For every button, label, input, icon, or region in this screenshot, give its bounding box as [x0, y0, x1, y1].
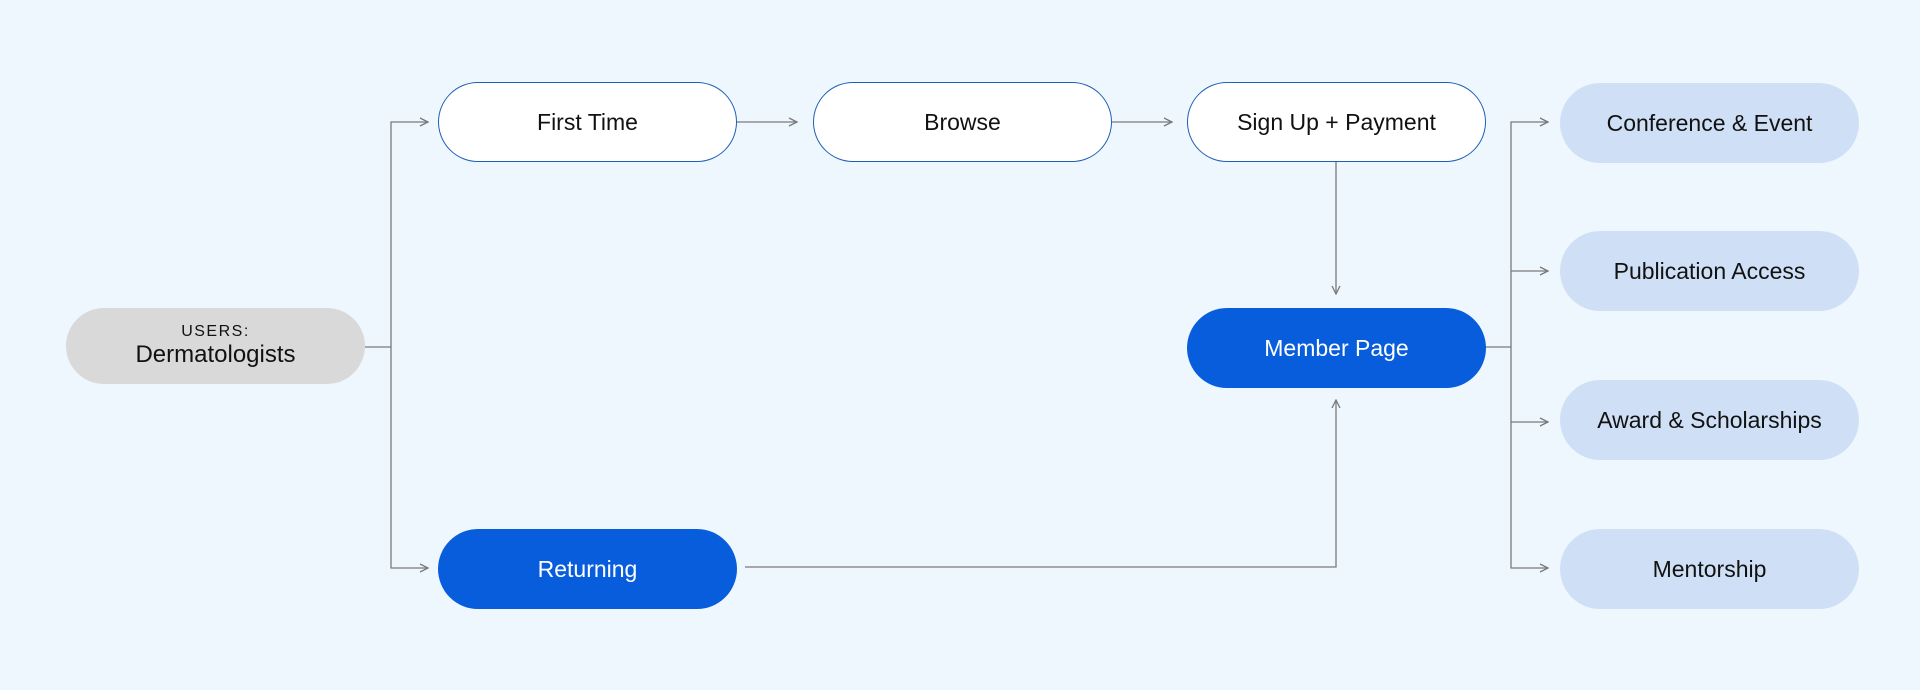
- feature-mentorship[interactable]: Mentorship: [1560, 529, 1859, 609]
- member-to-conference-arrow: [1510, 122, 1548, 347]
- returning-node[interactable]: Returning: [438, 529, 737, 609]
- users-label: USERS:: [181, 323, 250, 340]
- member-to-award-arrow: [1510, 347, 1548, 422]
- users-to-first-time-arrow: [390, 122, 428, 347]
- browse-node[interactable]: Browse: [813, 82, 1112, 162]
- first-time-node[interactable]: First Time: [438, 82, 737, 162]
- member-to-mentorship-arrow: [1510, 422, 1548, 568]
- feature-award-scholarships[interactable]: Award & Scholarships: [1560, 380, 1859, 460]
- users-to-returning-arrow: [390, 347, 428, 568]
- member-page-node[interactable]: Member Page: [1187, 308, 1486, 388]
- feature-conference-event[interactable]: Conference & Event: [1560, 83, 1859, 163]
- users-role: Dermatologists: [135, 341, 296, 368]
- feature-publication-access[interactable]: Publication Access: [1560, 231, 1859, 311]
- returning-to-member-arrow: [745, 400, 1336, 568]
- signup-payment-node[interactable]: Sign Up + Payment: [1187, 82, 1486, 162]
- users-node: USERS: Dermatologists: [66, 308, 365, 384]
